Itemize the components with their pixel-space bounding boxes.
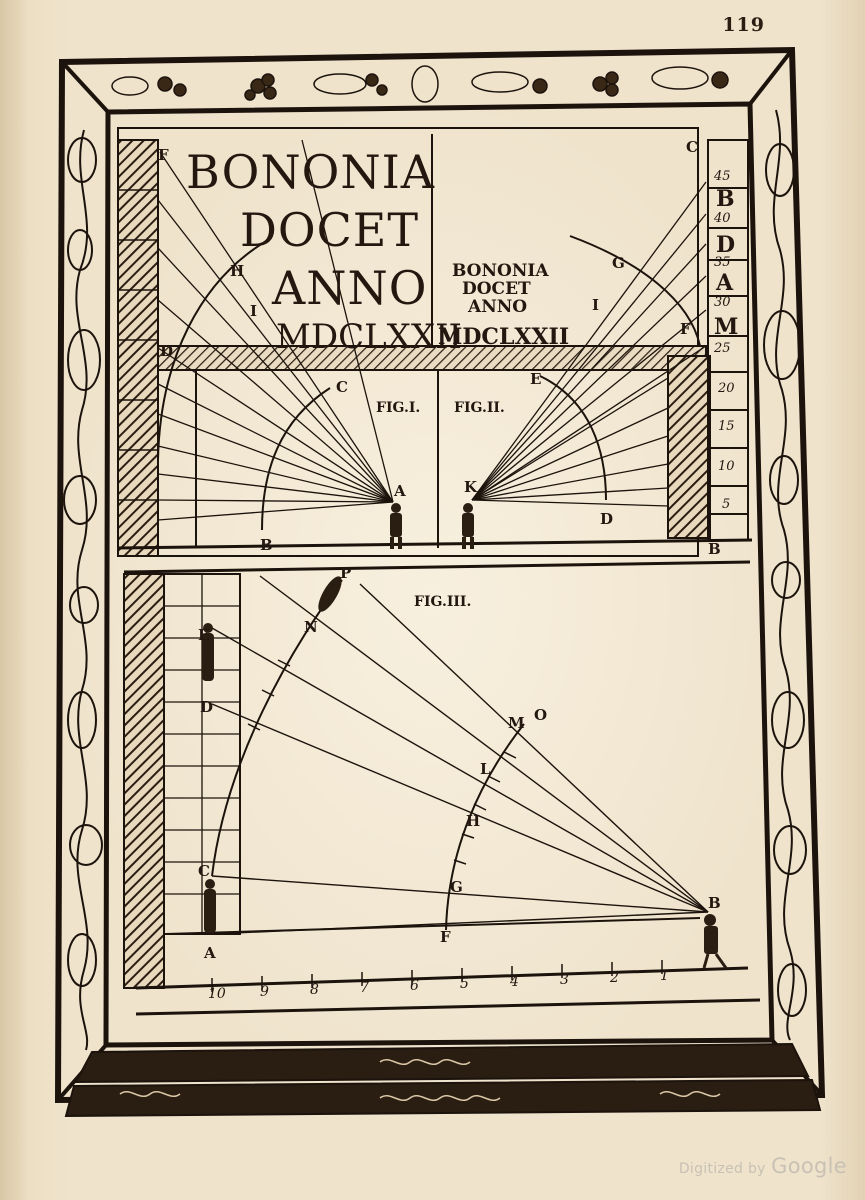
- ground-scale-4: 4: [509, 974, 519, 990]
- inscription-small-line3: ANNO: [467, 297, 527, 317]
- fig1-arc-inner: [261, 387, 331, 531]
- fig2-label-e: E: [530, 370, 541, 388]
- frame-foliage-left: [63, 129, 103, 1051]
- frame-foliage-right: [763, 109, 807, 1041]
- fig2-label-d: D: [600, 510, 613, 528]
- fig1-label-f: F: [158, 146, 169, 164]
- fig3-label-p: P: [340, 564, 351, 582]
- fig1-caption: FIG.I.: [376, 400, 420, 416]
- inscription-small-line1: BONONIA: [452, 261, 549, 281]
- fig1-label-h: H: [230, 262, 244, 280]
- watermark-brand: Google: [771, 1154, 847, 1178]
- statue-bottom: [204, 879, 216, 933]
- inscription-large-line3: ANNO: [271, 261, 427, 315]
- observer-fig2: [462, 503, 474, 549]
- fig3-label-h: H: [466, 812, 480, 830]
- fig1-label-b: B: [260, 536, 273, 554]
- ground-scale-3: 3: [560, 972, 569, 988]
- fig2-label-k: K: [464, 478, 478, 496]
- fig2-label-c: C: [686, 138, 698, 156]
- ground-scale-1: 1: [660, 968, 669, 984]
- observer-fig3: [702, 914, 728, 969]
- scale-30: 30: [714, 295, 731, 310]
- scale-25: 25: [713, 341, 731, 356]
- fig3-label-m: M: [508, 714, 525, 732]
- scale-10: 10: [718, 459, 735, 474]
- observer-fig1: [390, 503, 402, 549]
- fig3-arc-right: [445, 723, 525, 931]
- ground-scale-2: 2: [609, 970, 619, 986]
- scale-35: 35: [714, 255, 731, 270]
- fig2-arc-inner: [539, 375, 607, 501]
- falling-figure: [318, 576, 342, 612]
- fig3-rays: [211, 575, 709, 935]
- ground-scale-10: 10: [208, 986, 226, 1002]
- scale-d: D: [716, 232, 735, 258]
- inscription-small-line2: DOCET: [462, 279, 531, 299]
- ground-scale: 10 9 8 7 6 5 4 3 2 1: [208, 968, 669, 1002]
- scale-45: 45: [713, 169, 731, 184]
- ornamental-frame: [54, 46, 826, 1118]
- scale-b: B: [716, 186, 735, 212]
- digitization-watermark: Digitized by Google: [679, 1154, 847, 1178]
- fig2-label-g: G: [612, 254, 625, 272]
- fig3-label-g: G: [450, 878, 463, 896]
- fig3-label-o: O: [534, 706, 547, 724]
- scale-15: 15: [718, 419, 735, 434]
- fig1-label-c: C: [336, 378, 348, 396]
- ground-scale-5: 5: [460, 976, 469, 992]
- fig1-rays: [157, 139, 394, 521]
- scale-20: 20: [717, 381, 735, 396]
- frame-foliage-top: [111, 65, 729, 103]
- fig1-arc-outer: [157, 239, 269, 461]
- lower-panel: [123, 573, 761, 1016]
- scale-40: 40: [713, 211, 731, 226]
- inscription-large-line4: MDCLXXII: [276, 317, 462, 357]
- inscription-large-line2: DOCET: [240, 203, 419, 257]
- fig3-label-a: A: [203, 944, 216, 962]
- ground-scale-8: 8: [310, 982, 319, 998]
- fig2-arc-outer: [569, 235, 701, 347]
- page-number: 119: [722, 14, 765, 36]
- fig1-label-d: D: [160, 342, 173, 360]
- fig1-label-i: I: [250, 302, 257, 320]
- fig3-label-l: L: [480, 760, 491, 778]
- base-scrollwork: [119, 1059, 721, 1101]
- watermark-prefix: Digitized by: [678, 1161, 766, 1177]
- inscription-large-line1: BONONIA: [186, 145, 435, 199]
- fig3-label-n: N: [304, 618, 318, 636]
- scale-5: 5: [722, 497, 730, 512]
- ground-scale-6: 6: [410, 978, 419, 994]
- fig3-label-d: D: [200, 698, 213, 716]
- inscription-small-line4: MDCLXXII: [438, 324, 569, 350]
- ground-scale-9: 9: [260, 984, 269, 1000]
- statue-top: [202, 623, 214, 681]
- ground-scale-7: 7: [360, 980, 369, 996]
- fig2-caption: FIG.II.: [454, 400, 505, 416]
- scale-m: M: [714, 314, 738, 340]
- fig3-label-b: B: [708, 894, 721, 912]
- fig3-arc-ticks: [247, 659, 517, 865]
- fig2-label-b: B: [708, 540, 721, 558]
- fig2-label-f: F: [680, 320, 691, 338]
- fig3-arc-left: [211, 579, 343, 877]
- fig3-label-e: E: [198, 626, 209, 644]
- fig1-label-a: A: [393, 482, 406, 500]
- fig3-caption: FIG.III.: [414, 594, 471, 610]
- scale-a: A: [715, 270, 734, 296]
- fig3-label-c: C: [198, 862, 210, 880]
- fig3-label-f: F: [440, 928, 451, 946]
- right-scale: 45 B 40 D 35 A 30 M 25 20 15 10 5: [713, 169, 738, 512]
- fig2-label-i: I: [592, 296, 599, 314]
